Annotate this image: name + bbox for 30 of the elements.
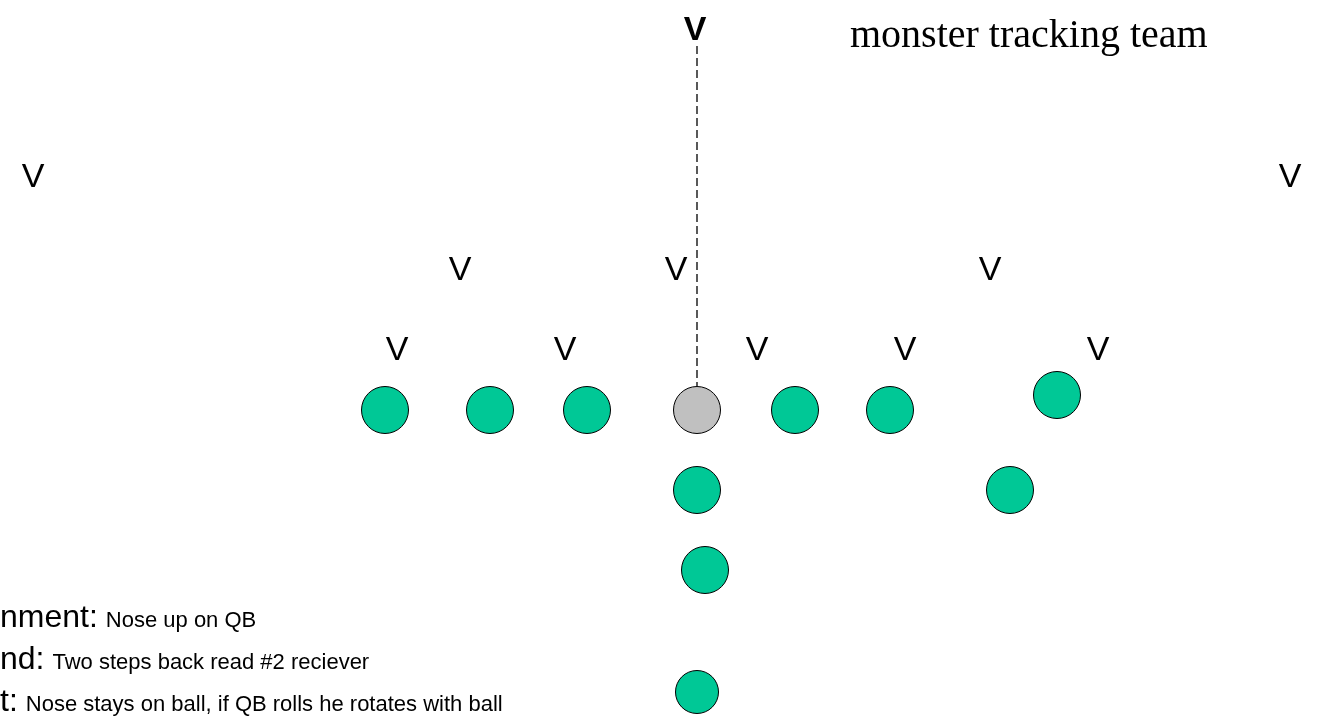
player-marker: V — [553, 330, 577, 366]
player-circle — [673, 466, 721, 514]
note-text: Nose up on QB — [105, 607, 257, 633]
note-heading: t: — [0, 682, 18, 719]
note-heading: nment: — [0, 598, 98, 635]
note-text: Two steps back read #2 reciever — [52, 649, 370, 675]
player-circle — [466, 386, 514, 434]
player-circle — [361, 386, 409, 434]
player-circle — [563, 386, 611, 434]
player-marker: V — [448, 250, 472, 286]
player-marker: V — [893, 330, 917, 366]
player-marker: V — [1278, 157, 1302, 193]
player-circle — [673, 386, 721, 434]
player-marker: V — [683, 10, 707, 46]
dashed-line — [696, 45, 698, 387]
player-circle — [681, 546, 729, 594]
player-marker: V — [385, 330, 409, 366]
note-text: Nose stays on ball, if QB rolls he rotates with ball — [25, 691, 503, 717]
player-marker: V — [978, 250, 1002, 286]
note-heading: nd: — [0, 640, 45, 677]
player-marker: V — [664, 250, 688, 286]
player-marker: V — [1086, 330, 1110, 366]
player-circle — [986, 466, 1034, 514]
player-marker: V — [745, 330, 769, 366]
player-marker: V — [21, 157, 45, 193]
note-text: monster tracking team — [850, 10, 1208, 57]
player-circle — [866, 386, 914, 434]
player-circle — [771, 386, 819, 434]
player-circle — [675, 670, 719, 714]
player-circle — [1033, 371, 1081, 419]
